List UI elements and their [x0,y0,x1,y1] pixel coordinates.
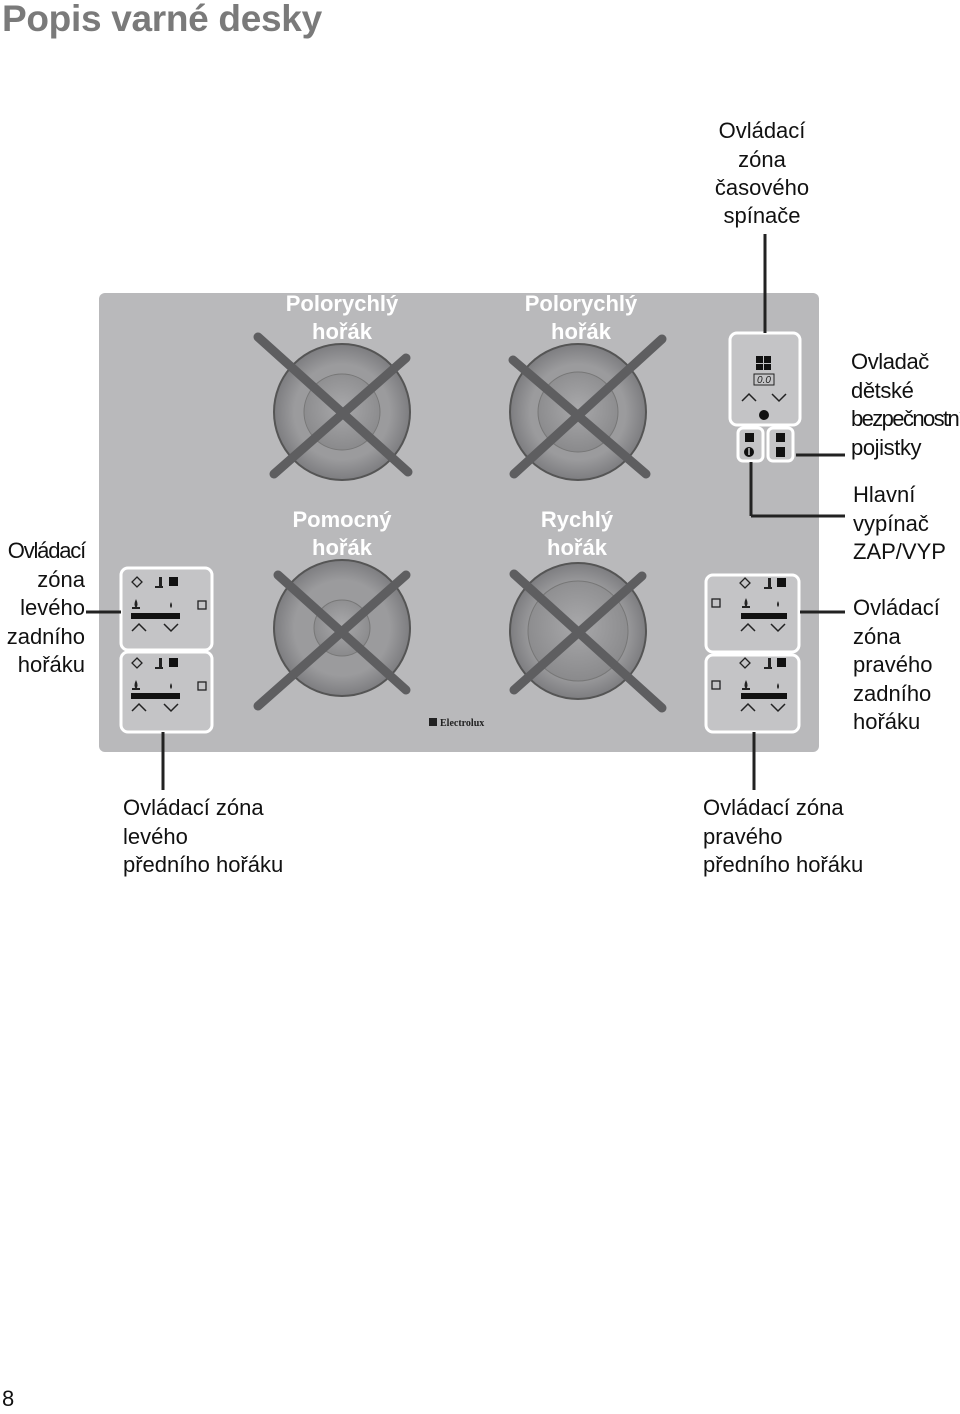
control-zone-right-front[interactable] [704,653,801,734]
page-number: 8 [2,1386,15,1411]
control-zone-left-front[interactable] [119,650,214,734]
label-right-rear-zone: Ovládací zóna pravého zadního hořáku [853,595,940,734]
burner-front-right [509,562,667,713]
burner-label-front-right: Rychlý hořák [540,507,614,560]
burner-label-rear-right: Polorychlý hořák [524,291,638,344]
burner-front-left [253,559,411,711]
burner-label-rear-left: Polorychlý hořák [285,291,399,344]
label-left-rear-zone: Ovládací zóna levého zadního hořáku [6,538,86,677]
label-right-front-zone: Ovládací zóna pravého předního hořáku [703,795,864,877]
page-title: Popis varné desky [2,0,322,39]
label-left-front-zone: Ovládací zóna levého předního hořáku [123,795,284,877]
main-switch-zone[interactable] [736,426,765,463]
label-main-switch: Hlavní vypínač ZAP/VYP [853,482,946,564]
label-timer-zone: Ovládací zóna časového spínače [714,118,810,228]
hob-surface [99,293,819,752]
child-lock-zone[interactable] [766,426,795,463]
control-zone-timer[interactable]: 0.0 [728,331,802,427]
burner-label-front-left: Pomocný hořák [292,507,392,560]
electrolux-logo: Electrolux [429,718,484,729]
timer-display: 0.0 [757,375,771,386]
lock-icon [759,410,769,420]
control-zone-right-rear[interactable] [704,573,801,654]
control-zone-left-rear[interactable] [119,566,214,652]
label-child-lock: Ovladač dětské bezpečnostní pojistky [851,349,960,460]
burner-rear-right [508,334,667,481]
burner-rear-left [253,332,413,481]
brand-text: Electrolux [440,718,484,729]
